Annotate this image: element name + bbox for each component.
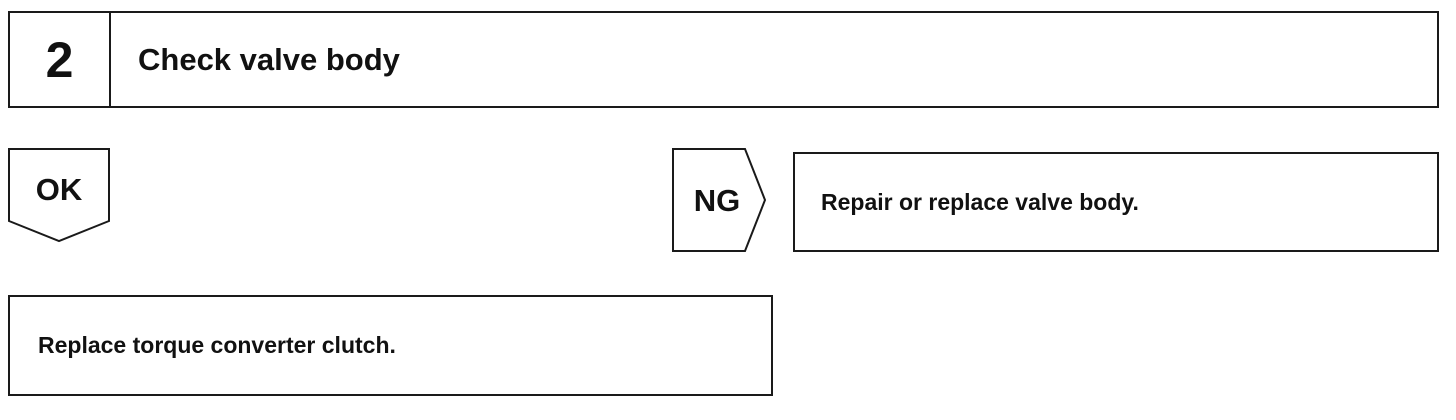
ok-tag-shape xyxy=(8,148,110,243)
ng-tag-label: NG xyxy=(693,183,741,218)
ok-tag-label: OK xyxy=(35,172,83,207)
ok-action-box: Replace torque converter clutch. xyxy=(8,295,773,396)
ok-action-text: Replace torque converter clutch. xyxy=(38,332,396,358)
ng-action-text: Repair or replace valve body. xyxy=(821,188,1139,215)
step-header: 2 Check valve body xyxy=(8,11,1439,108)
step-number: 2 xyxy=(10,13,111,106)
ng-tag-shape xyxy=(672,148,767,252)
step-title: Check valve body xyxy=(138,41,400,77)
ng-action-box: Repair or replace valve body. xyxy=(793,152,1439,252)
